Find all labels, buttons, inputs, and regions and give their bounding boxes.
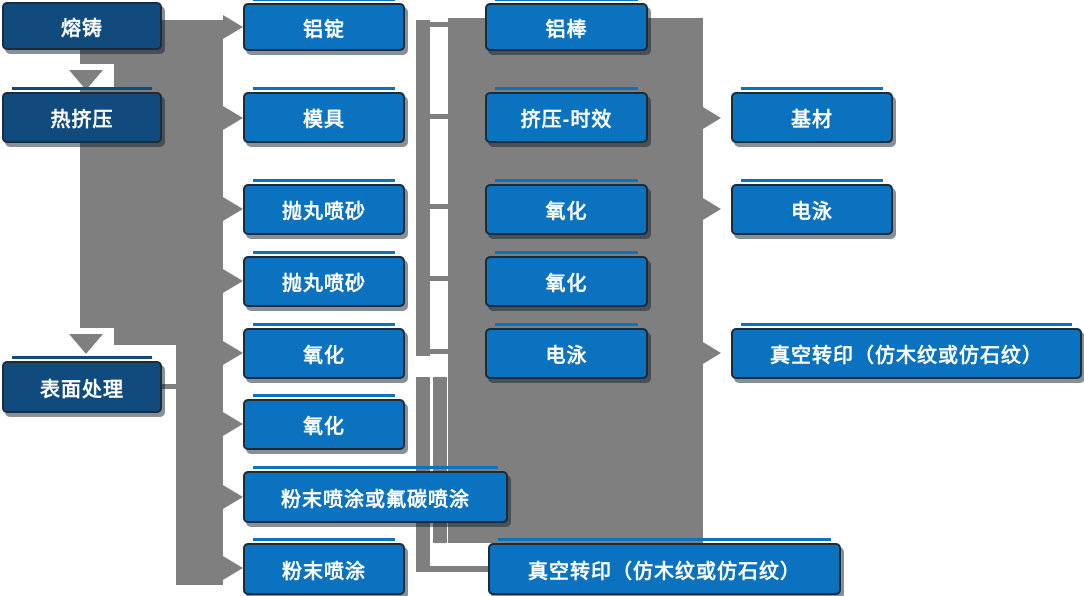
right-arrowhead-r6 (223, 412, 243, 436)
node-surface-treatment: 表面处理 (2, 356, 162, 413)
down-arrowhead-2 (69, 334, 103, 354)
right-arrowhead-r4 (223, 269, 243, 293)
node-extrusion-aging: 挤压-时效 (485, 87, 648, 143)
collector-stub-5 (430, 349, 448, 354)
right-arrowhead-r2 (223, 106, 243, 130)
node-oxidation-3: 氧化 (485, 179, 648, 235)
right-arrowhead-vacuum-transfer (703, 342, 721, 364)
node-oxidation-4: 氧化 (485, 251, 648, 307)
node-oxidation-2: 氧化 (243, 394, 405, 450)
node-oxidation-1: 氧化 (243, 323, 405, 379)
down-arrowhead-1 (69, 70, 103, 90)
stub-surface-treatment (162, 384, 182, 389)
stub-extrusion-to-mold (162, 111, 223, 125)
node-electrophoresis-1: 电泳 (485, 323, 648, 379)
node-aluminum-ingot: 铝锭 (243, 0, 405, 51)
node-melting-casting: 熔铸 (2, 2, 162, 50)
node-electrophoresis-2: 电泳 (731, 179, 893, 235)
collector-stub-1 (430, 22, 448, 27)
node-shot-blast-sandblast-2: 抛丸喷砂 (243, 251, 405, 307)
collector-stub-2 (430, 114, 448, 119)
right-arrowhead-r7 (223, 485, 243, 509)
right-arrowhead-base-material (703, 107, 721, 129)
node-base-material: 基材 (731, 87, 893, 143)
node-hot-extrusion: 热挤压 (2, 87, 162, 143)
right-arrowhead-r1 (223, 15, 243, 39)
right-arrowhead-r3 (223, 197, 243, 221)
node-vacuum-transfer-print-bottom: 真空转印（仿木纹或仿石纹） (488, 538, 841, 595)
collector-stub-3 (430, 204, 448, 209)
node-vacuum-transfer-print-right: 真空转印（仿木纹或仿石纹） (731, 323, 1082, 379)
collector-bar-upper (416, 20, 430, 356)
node-powder-coating: 粉末喷涂 (243, 538, 405, 595)
right-arrowhead-r5 (223, 341, 243, 365)
node-shot-blast-sandblast-1: 抛丸喷砂 (243, 179, 405, 235)
right-arrowhead-r8 (223, 556, 243, 580)
stub-to-bottom-vacuum (416, 566, 488, 572)
right-arrowhead-electrophoresis (703, 198, 721, 220)
distribution-bus (176, 20, 223, 585)
stub-melting-to-ingot (162, 20, 223, 34)
node-powder-or-fluorocarbon-coating: 粉末喷涂或氟碳喷涂 (243, 466, 508, 523)
node-aluminum-rod: 铝棒 (485, 0, 648, 51)
collector-stub-4 (430, 276, 448, 281)
node-mold: 模具 (243, 87, 405, 143)
